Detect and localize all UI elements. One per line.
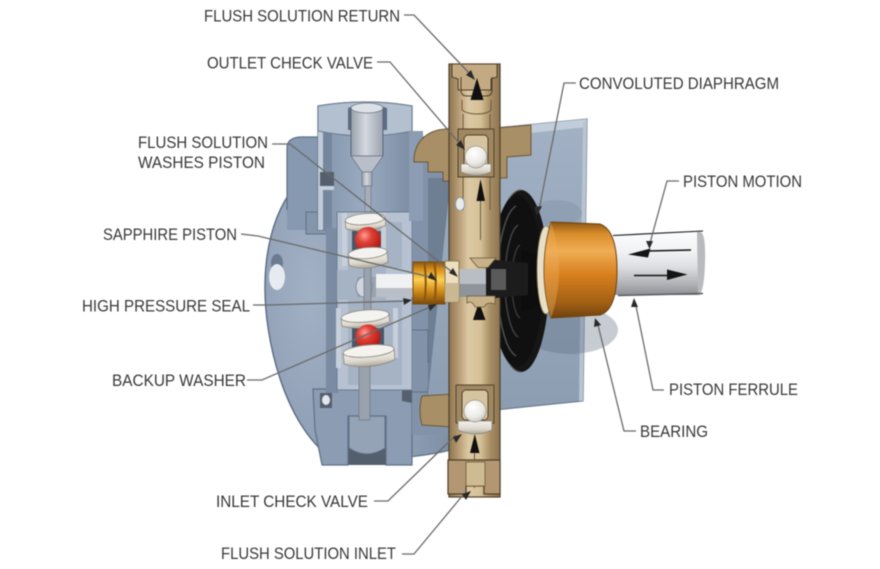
svg-text:FLUSH SOLUTION: FLUSH SOLUTION: [138, 133, 268, 152]
svg-text:FLUSH SOLUTION RETURN: FLUSH SOLUTION RETURN: [204, 7, 400, 26]
svg-text:BACKUP WASHER: BACKUP WASHER: [112, 371, 246, 390]
svg-text:WASHES PISTON: WASHES PISTON: [138, 153, 265, 172]
svg-text:PISTON FERRULE: PISTON FERRULE: [669, 380, 798, 399]
svg-text:INLET CHECK VALVE: INLET CHECK VALVE: [216, 492, 368, 511]
svg-text:CONVOLUTED DIAPHRAGM: CONVOLUTED DIAPHRAGM: [579, 74, 779, 93]
svg-text:OUTLET CHECK VALVE: OUTLET CHECK VALVE: [207, 54, 373, 73]
svg-text:HIGH PRESSURE SEAL: HIGH PRESSURE SEAL: [82, 297, 250, 316]
svg-text:BEARING: BEARING: [640, 422, 708, 441]
svg-text:PISTON MOTION: PISTON MOTION: [683, 172, 802, 191]
svg-text:FLUSH SOLUTION INLET: FLUSH SOLUTION INLET: [221, 544, 396, 563]
svg-text:SAPPHIRE PISTON: SAPPHIRE PISTON: [103, 225, 237, 244]
